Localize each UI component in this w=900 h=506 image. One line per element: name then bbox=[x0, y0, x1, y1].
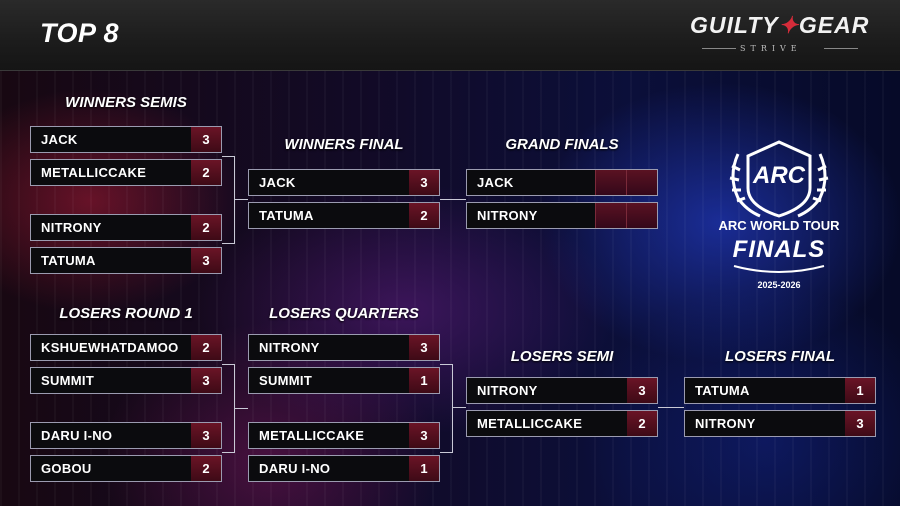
round-label-grand-finals: GRAND FINALS bbox=[505, 136, 619, 153]
bracket-connector bbox=[222, 243, 234, 244]
player-score: 1 bbox=[409, 368, 439, 393]
player-name: NITRONY bbox=[477, 208, 538, 223]
player-score: 3 bbox=[409, 170, 439, 195]
player-name: JACK bbox=[477, 175, 514, 190]
player-name: SUMMIT bbox=[41, 373, 95, 388]
player-slot: JACK 3 bbox=[30, 126, 222, 153]
game-logo-subtitle: STRIVE bbox=[740, 44, 802, 53]
player-name: NITRONY bbox=[259, 340, 320, 355]
player-score: 2 bbox=[191, 160, 221, 185]
swoosh-icon bbox=[733, 265, 825, 273]
arc-emblem-mark: ARC bbox=[753, 162, 805, 189]
round-label-losers-final: LOSERS FINAL bbox=[724, 348, 835, 365]
player-name: KSHUEWHATDAMOO bbox=[41, 340, 179, 355]
game-logo: GUILTY✦GEAR STRIVE bbox=[690, 12, 870, 62]
player-score: 3 bbox=[191, 368, 221, 393]
player-score: 2 bbox=[627, 411, 657, 436]
player-score bbox=[595, 170, 626, 195]
player-score: 1 bbox=[409, 456, 439, 481]
player-slot: METALLICCAKE 2 bbox=[466, 410, 658, 437]
player-slot: NITRONY bbox=[466, 202, 658, 229]
bracket-connector bbox=[222, 156, 234, 157]
player-name: TATUMA bbox=[41, 253, 96, 268]
bracket-connector bbox=[452, 364, 453, 453]
bracket-connector bbox=[452, 407, 466, 408]
player-score: 3 bbox=[845, 411, 875, 436]
player-slot: METALLICCAKE 3 bbox=[248, 422, 440, 449]
event-logo: ARC ARC WORLD TOUR FINALS 2025-2026 bbox=[718, 130, 840, 300]
player-score: 1 bbox=[845, 378, 875, 403]
player-name: GOBOU bbox=[41, 461, 92, 476]
event-logo-line2: FINALS bbox=[732, 236, 826, 263]
round-label-losers-round-1: LOSERS ROUND 1 bbox=[59, 305, 193, 322]
player-name: METALLICCAKE bbox=[41, 165, 147, 180]
player-score: 2 bbox=[191, 456, 221, 481]
player-name: DARU I-NO bbox=[41, 428, 113, 443]
player-score: 3 bbox=[627, 378, 657, 403]
player-slot: JACK bbox=[466, 169, 658, 196]
round-label-losers-semi: LOSERS SEMI bbox=[510, 348, 614, 365]
player-slot: NITRONY 3 bbox=[466, 377, 658, 404]
player-score: 2 bbox=[191, 335, 221, 360]
player-slot: NITRONY 2 bbox=[30, 214, 222, 241]
round-label-winners-semis: WINNERS SEMIS bbox=[65, 94, 187, 111]
player-slot: DARU I-NO 1 bbox=[248, 455, 440, 482]
bracket-connector bbox=[234, 156, 235, 244]
player-slot: TATUMA 3 bbox=[30, 247, 222, 274]
player-slot: METALLICCAKE 2 bbox=[30, 159, 222, 186]
event-logo-line1: ARC WORLD TOUR bbox=[718, 218, 840, 233]
player-name: NITRONY bbox=[695, 416, 756, 431]
player-name: DARU I-NO bbox=[259, 461, 331, 476]
player-score: 3 bbox=[191, 423, 221, 448]
player-slot: KSHUEWHATDAMOO 2 bbox=[30, 334, 222, 361]
game-logo-word2: GEAR bbox=[798, 12, 870, 38]
player-name: NITRONY bbox=[477, 383, 538, 398]
player-slot: JACK 3 bbox=[248, 169, 440, 196]
score-cell-reset bbox=[626, 170, 657, 195]
arc-emblem-icon bbox=[729, 140, 829, 218]
bracket-connector bbox=[658, 407, 684, 408]
player-score: 3 bbox=[409, 335, 439, 360]
page-title: TOP 8 bbox=[40, 18, 120, 48]
bracket-connector bbox=[222, 364, 234, 365]
player-name: SUMMIT bbox=[259, 373, 313, 388]
player-slot: TATUMA 1 bbox=[684, 377, 876, 404]
player-name: JACK bbox=[41, 132, 78, 147]
player-slot: SUMMIT 3 bbox=[30, 367, 222, 394]
player-name: NITRONY bbox=[41, 220, 102, 235]
player-name: METALLICCAKE bbox=[259, 428, 365, 443]
header-bar: TOP 8 GUILTY✦GEAR STRIVE bbox=[0, 0, 900, 71]
player-slot: NITRONY 3 bbox=[248, 334, 440, 361]
game-logo-word1: GUILTY bbox=[690, 12, 779, 38]
player-name: JACK bbox=[259, 175, 296, 190]
player-slot: DARU I-NO 3 bbox=[30, 422, 222, 449]
player-score: 2 bbox=[191, 215, 221, 240]
player-slot: GOBOU 2 bbox=[30, 455, 222, 482]
bracket-connector bbox=[440, 452, 452, 453]
game-logo-rule-right bbox=[824, 48, 858, 49]
player-score: 3 bbox=[409, 423, 439, 448]
player-score bbox=[595, 203, 626, 228]
game-logo-rule-left bbox=[702, 48, 736, 49]
player-name: TATUMA bbox=[259, 208, 314, 223]
bracket-connector bbox=[234, 199, 248, 200]
round-label-winners-final: WINNERS FINAL bbox=[284, 136, 404, 153]
bracket-connector bbox=[440, 199, 466, 200]
score-cell-reset bbox=[626, 203, 657, 228]
player-score: 3 bbox=[191, 248, 221, 273]
player-score: 2 bbox=[409, 203, 439, 228]
event-logo-years: 2025-2026 bbox=[757, 280, 801, 290]
round-label-losers-quarters: LOSERS QUARTERS bbox=[269, 305, 419, 322]
player-slot: TATUMA 2 bbox=[248, 202, 440, 229]
player-name: METALLICCAKE bbox=[477, 416, 583, 431]
bracket-connector bbox=[234, 408, 248, 409]
game-logo-separator-icon: ✦ bbox=[778, 12, 799, 38]
player-slot: SUMMIT 1 bbox=[248, 367, 440, 394]
bracket-connector bbox=[222, 452, 234, 453]
player-slot: NITRONY 3 bbox=[684, 410, 876, 437]
player-score: 3 bbox=[191, 127, 221, 152]
player-name: TATUMA bbox=[695, 383, 750, 398]
bracket-connector bbox=[440, 364, 452, 365]
